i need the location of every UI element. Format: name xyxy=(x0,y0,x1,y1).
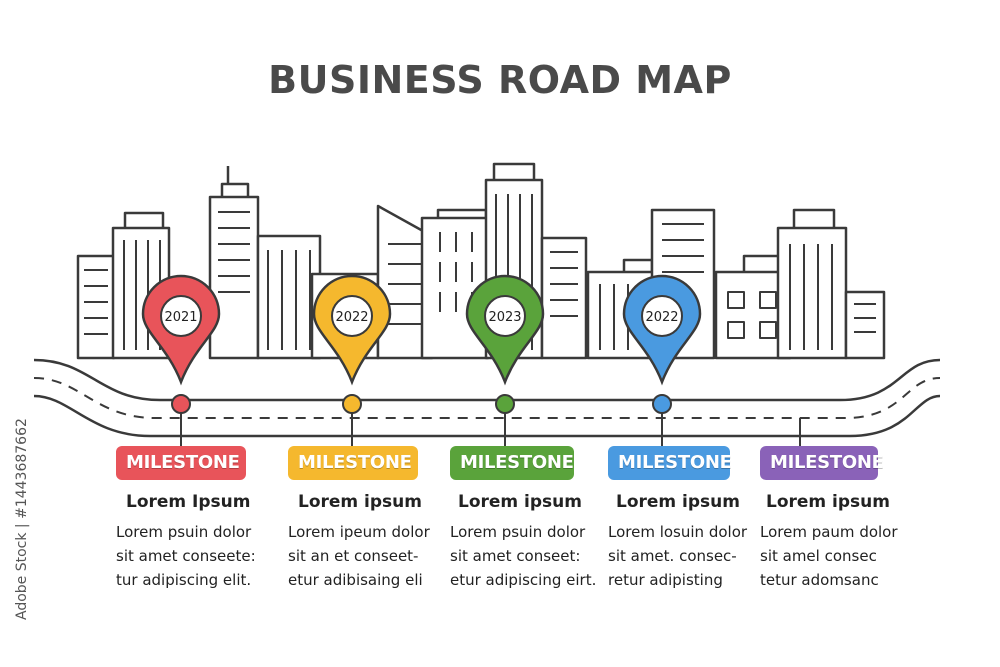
milestone-badge: MILESTONE xyxy=(288,446,418,480)
milestone-badge: MILESTONE xyxy=(450,446,574,480)
pin-year-label: 2021 xyxy=(164,310,197,325)
milestone-title: Lorem ipsum xyxy=(458,492,582,512)
city-skyline xyxy=(76,162,886,360)
pin-year-label: 2023 xyxy=(488,310,521,325)
milestone-title: Lorem ipsum xyxy=(766,492,890,512)
pin-year-circle xyxy=(160,295,202,337)
milestone-card-4: MILESTONE Lorem ipsum Lorem losuin dolor… xyxy=(608,446,758,592)
milestone-title: Lorem ipsum xyxy=(616,492,740,512)
road-marker-dot xyxy=(171,394,191,414)
milestone-description: Lorem psuin dolor sit amet conseet: etur… xyxy=(450,523,597,589)
milestone-card-3: MILESTONE Lorem ipsum Lorem psuin dolor … xyxy=(450,446,600,592)
milestone-badge: MILESTONE xyxy=(760,446,884,480)
road xyxy=(33,358,941,438)
road-marker-dot xyxy=(495,394,515,414)
watermark-text: Adobe Stock | #1443687662 xyxy=(14,418,30,620)
stock-watermark: Adobe Stock | #1443687662 xyxy=(14,418,34,620)
timeline-pins: 2021 2022 2023 2022 xyxy=(141,274,702,414)
pin-year-label: 2022 xyxy=(645,310,678,325)
milestone-badge: MILESTONE xyxy=(116,446,246,480)
roadmap-title: BUSINESS ROAD MAP xyxy=(268,58,732,102)
pin-year-circle xyxy=(484,295,526,337)
pin-year-label: 2022 xyxy=(335,310,368,325)
pin-year-circle xyxy=(641,295,683,337)
milestone-description: Lorem paum dolor sit amel consec tetur a… xyxy=(760,523,898,589)
milestone-card-5: MILESTONE Lorem ipsum Lorem paum dolor s… xyxy=(760,446,910,592)
pin-year-circle xyxy=(331,295,373,337)
milestone-description: Lorem psuin dolor sit amet conseete: tur… xyxy=(116,523,256,589)
milestone-title: Lorem ipsum xyxy=(298,492,422,512)
milestone-card-1: MILESTONE Lorem Ipsum Lorem psuin dolor … xyxy=(116,446,266,592)
milestone-card-2: MILESTONE Lorem ipsum Lorem ipeum dolor … xyxy=(288,446,438,592)
milestone-description: Lorem ipeum dolor sit an et conseet- etu… xyxy=(288,523,430,589)
road-marker-dot xyxy=(652,394,672,414)
milestone-title: Lorem Ipsum xyxy=(126,492,251,512)
milestone-description: Lorem losuin dolor sit amet. consec- ret… xyxy=(608,523,748,589)
road-marker-dot xyxy=(342,394,362,414)
milestone-badge: MILESTONE xyxy=(608,446,732,480)
